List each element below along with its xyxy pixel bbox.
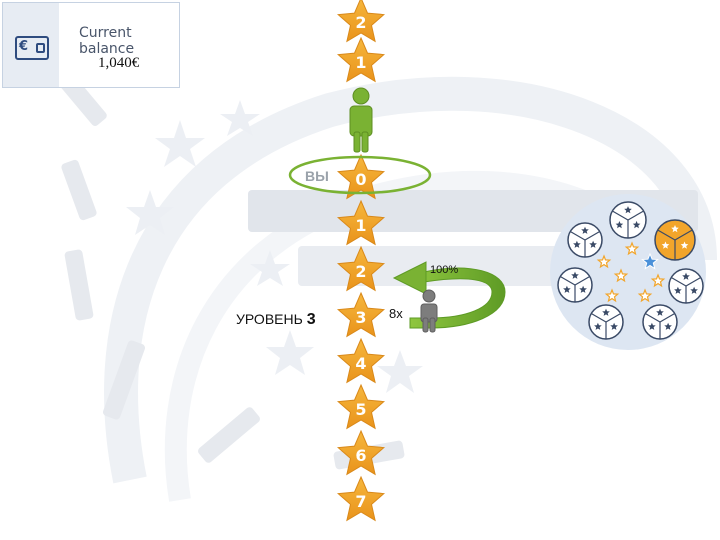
mini-star-icon [624,206,632,214]
level-star-below-4: 4 [336,337,386,384]
star-icon [336,429,386,476]
group-circle [654,219,696,261]
star-icon [336,153,386,200]
level-star-below-2: 2 [336,245,386,292]
mini-star-icon [571,271,579,279]
mini-star-icon [579,285,587,293]
connector-star-icon [624,241,640,256]
highlight-star-icon [641,252,659,270]
connector-star-icon [637,288,653,303]
group-cluster [550,194,706,350]
mini-star-icon [690,286,698,294]
mini-star-icon [573,240,581,248]
mini-star-icon [615,221,624,229]
star-icon [336,475,386,522]
you-label: ВЫ [305,168,329,184]
wallet-clasp [36,43,45,53]
star-number: 2 [355,13,366,32]
group-circle [609,201,647,239]
group-circle [588,304,624,340]
mini-star-icon [594,322,602,330]
level-label-text: УРОВЕНЬ [236,311,303,327]
star-icon [336,199,386,246]
connector-star-icon [604,288,620,303]
you-highlight-ring [288,155,432,195]
star-number: 7 [355,492,366,511]
mini-star-icon [632,220,641,229]
star-number: 1 [355,216,366,235]
referral-return-arrow [392,261,506,329]
connector-star-icon [613,268,629,283]
level-star-below-7: 7 [336,475,386,522]
wallet-icon: € [15,36,49,60]
mini-star-icon [664,322,672,330]
referral-person-icon [420,289,438,333]
group-circle [642,304,678,340]
mini-star-icon [656,308,664,316]
mini-star-icon [661,241,670,249]
mini-star-icon [581,226,589,234]
star-number: 5 [355,400,366,419]
watermark-international-wordmark [298,246,628,286]
level-star-below-5: 5 [336,383,386,430]
multiplier-label: 8x [389,306,403,321]
mini-star-icon [674,286,682,294]
star-number: 6 [355,446,366,465]
star-column: 2 1 0 1 2 3 4 5 6 7 [336,0,386,522]
star-number: 2 [355,262,366,281]
mini-star-icon [602,308,610,316]
mini-star-icon [648,322,656,330]
star-icon [336,337,386,384]
group-circle [668,268,704,304]
watermark-stars [126,100,423,393]
group-circle [557,267,593,303]
wallet-pane: € [3,3,59,87]
level-star-below-1: 1 [336,199,386,246]
balance-card[interactable]: € Current balance 1,040€ [2,2,180,88]
mini-star-icon [563,285,571,293]
balance-value: 1,040€ [98,55,140,71]
star-icon [336,383,386,430]
mini-star-icon [682,272,690,280]
euro-icon: € [19,39,29,54]
level-number: 3 [306,311,316,328]
level-star-below-6: 6 [336,429,386,476]
star-number: 4 [355,354,366,373]
balance-title: Current balance [79,25,135,57]
mini-star-icon [680,241,689,249]
you-person-icon [349,87,373,153]
mini-star-icon [671,225,679,233]
level-star-below-0: 0 [336,153,386,200]
star-number: 1 [355,53,366,72]
level-label: УРОВЕНЬ 3 [236,311,316,329]
level-star-above-2: 2 [336,0,386,43]
star-icon [336,36,386,83]
level-star-below-3: 3 [336,291,386,338]
mini-star-icon [610,322,618,330]
cluster-circles [557,201,704,340]
star-icon [336,0,386,43]
mini-star-icon [589,240,597,248]
level-star-above-1: 1 [336,36,386,83]
star-number: 0 [355,170,366,189]
connector-star-icon [596,254,612,269]
group-circle [567,222,603,258]
percent-label: 100% [430,264,459,276]
star-icon [336,291,386,338]
star-number: 3 [355,308,366,327]
star-icon [336,245,386,292]
connector-star-icon [650,273,666,288]
